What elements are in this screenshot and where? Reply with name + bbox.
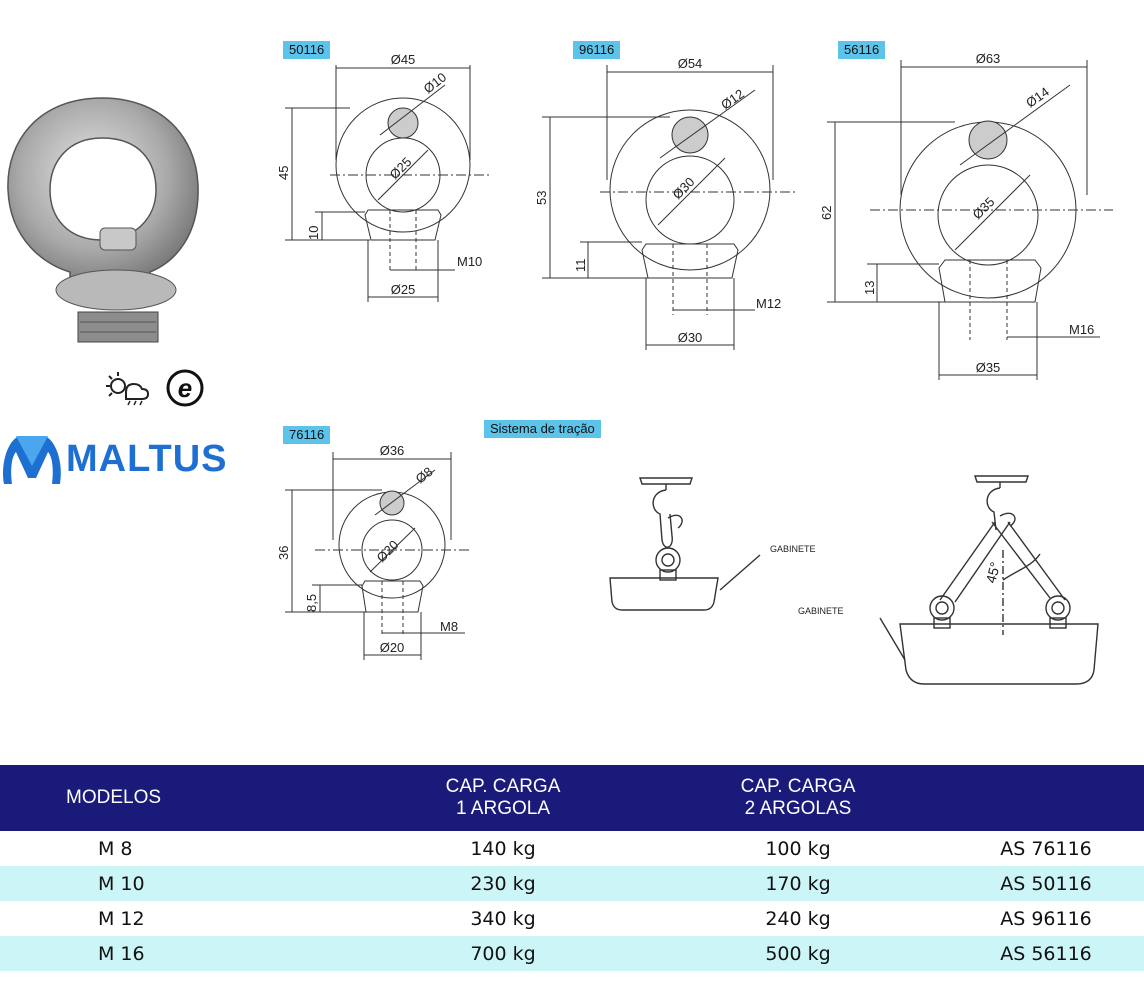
dim-inner: Ø30 xyxy=(670,174,698,202)
drawing-50116: Ø45 Ø10 Ø25 45 10 M10 Ø25 xyxy=(276,52,490,302)
header-cap-1-line2: 1 ARGOLA xyxy=(456,798,550,819)
e-mark-icon: e xyxy=(166,369,204,407)
cabinet-label-2: GABINETE xyxy=(798,606,844,616)
dim-outer: Ø36 xyxy=(380,443,405,458)
drawing-96116: Ø54 Ø12 Ø30 53 11 M12 Ø30 xyxy=(534,56,795,350)
dim-outer: Ø54 xyxy=(678,56,703,71)
dim-height: 53 xyxy=(534,191,549,205)
dim-inner: Ø35 xyxy=(970,194,998,222)
cell-cap-2: 500 kg xyxy=(765,942,831,965)
table-row: M 16 700 kg 500 kg AS 56116 xyxy=(0,936,1144,971)
dim-height: 45 xyxy=(276,166,291,180)
cell-cap-1: 230 kg xyxy=(470,872,536,895)
cell-code: AS 76116 xyxy=(1000,837,1092,860)
dim-outer: Ø45 xyxy=(391,52,416,67)
dim-pin: Ø8 xyxy=(413,464,436,486)
dim-thread: M12 xyxy=(756,296,781,311)
dim-pin: Ø10 xyxy=(421,69,450,96)
cell-code: AS 50116 xyxy=(1000,872,1092,895)
table-row: M 10 230 kg 170 kg AS 50116 xyxy=(0,866,1144,901)
cell-model: M 12 xyxy=(98,907,145,930)
traction-system-diagram: GABINETE GABINETE 45° xyxy=(609,475,1099,685)
dim-neck: 8,5 xyxy=(304,594,319,612)
dim-neck: 10 xyxy=(306,226,321,240)
dim-inner: Ø25 xyxy=(387,154,415,182)
cell-code: AS 56116 xyxy=(1000,942,1092,965)
dim-pin: Ø14 xyxy=(1023,84,1052,110)
header-cap-2: CAP. CARGA 2 ARGOLAS xyxy=(648,765,948,831)
cell-cap-2: 170 kg xyxy=(765,872,831,895)
table-row: M 12 340 kg 240 kg AS 96116 xyxy=(0,901,1144,936)
header-cap-2-line2: 2 ARGOLAS xyxy=(744,798,852,819)
cell-model: M 8 xyxy=(98,837,133,860)
drawing-56116: Ø63 Ø14 Ø35 62 13 M16 Ø35 xyxy=(819,51,1113,380)
dim-inner: Ø20 xyxy=(374,537,402,565)
dim-pin: Ø12 xyxy=(718,86,747,112)
header-models: MODELOS xyxy=(66,787,162,808)
drawing-76116: Ø36 Ø8 Ø20 36 8,5 M8 Ø20 xyxy=(276,443,470,660)
model-tag-50116: 50116 xyxy=(283,41,331,59)
cell-cap-1: 340 kg xyxy=(470,907,536,930)
header-cap-2-line1: CAP. CARGA xyxy=(740,776,856,797)
dim-height: 62 xyxy=(819,206,834,220)
dim-neck: 13 xyxy=(862,281,877,295)
dim-thread: M10 xyxy=(457,254,482,269)
header-code xyxy=(948,765,1144,831)
dim-outer: Ø63 xyxy=(976,51,1001,66)
eyebolt-photo xyxy=(7,97,199,343)
table-row: M 8 140 kg 100 kg AS 76116 xyxy=(0,831,1144,866)
cell-cap-1: 700 kg xyxy=(470,942,536,965)
brand-name: MALTUS xyxy=(66,438,228,480)
svg-text:e: e xyxy=(178,373,192,403)
cell-model: M 16 xyxy=(98,942,145,965)
angle-label: 45° xyxy=(982,560,1003,585)
dim-base: Ø35 xyxy=(976,360,1001,375)
header-cap-1: CAP. CARGA 1 ARGOLA xyxy=(358,765,648,831)
cell-cap-2: 100 kg xyxy=(765,837,831,860)
model-tag-56116: 56116 xyxy=(838,41,886,59)
traction-system-tag: Sistema de tração xyxy=(484,420,601,438)
load-capacity-table: MODELOS CAP. CARGA 1 ARGOLA CAP. CARGA 2… xyxy=(0,765,1144,971)
dim-base: Ø20 xyxy=(380,640,405,655)
dim-thread: M16 xyxy=(1069,322,1094,337)
weather-icon xyxy=(106,372,150,406)
dim-base: Ø30 xyxy=(678,330,703,345)
cabinet-label-1: GABINETE xyxy=(770,544,816,554)
dim-height: 36 xyxy=(276,546,291,560)
model-tag-96116: 96116 xyxy=(573,41,621,59)
maltus-logo-icon xyxy=(3,436,61,484)
dim-thread: M8 xyxy=(440,619,458,634)
cell-code: AS 96116 xyxy=(1000,907,1092,930)
cell-cap-1: 140 kg xyxy=(470,837,536,860)
header-cap-1-line1: CAP. CARGA xyxy=(445,776,561,797)
model-tag-76116: 76116 xyxy=(283,426,331,444)
table-header-row: MODELOS CAP. CARGA 1 ARGOLA CAP. CARGA 2… xyxy=(0,765,1144,831)
cell-cap-2: 240 kg xyxy=(765,907,831,930)
dim-neck: 11 xyxy=(573,259,588,273)
dim-base: Ø25 xyxy=(391,282,416,297)
cell-model: M 10 xyxy=(98,872,145,895)
